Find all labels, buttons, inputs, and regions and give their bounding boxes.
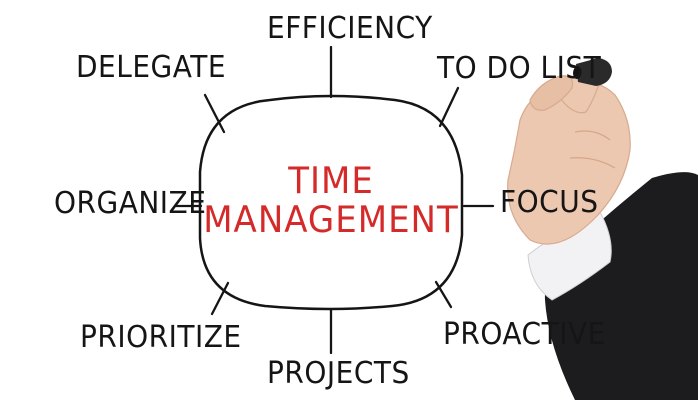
center-title-line-2: MANAGEMENT [203,198,459,242]
suit-sleeve [544,172,698,400]
connector-proactive [434,280,453,309]
label-delegate: DELEGATE [76,48,227,85]
label-projects: PROJECTS [267,354,410,391]
connector-to-do-list [438,86,460,128]
center-title-line-1: TIME [288,159,374,203]
label-focus: FOCUS [500,183,599,220]
label-to-do-list: TO DO LIST [437,49,602,86]
connector-delegate [203,93,226,134]
label-organize: ORGANIZE [54,184,207,221]
center-shape [198,94,464,311]
marker-tip [573,67,581,79]
knuckle-crease-2 [569,157,616,169]
label-proactive: PROACTIVE [443,315,606,352]
marker-pen [576,58,612,86]
hand-illustration [507,58,698,400]
label-efficiency: EFFICIENCY [267,9,433,46]
label-prioritize: PRIORITIZE [80,318,242,355]
connector-prioritize [210,281,230,316]
knuckle-crease-1 [574,130,611,141]
thumb [529,75,574,111]
